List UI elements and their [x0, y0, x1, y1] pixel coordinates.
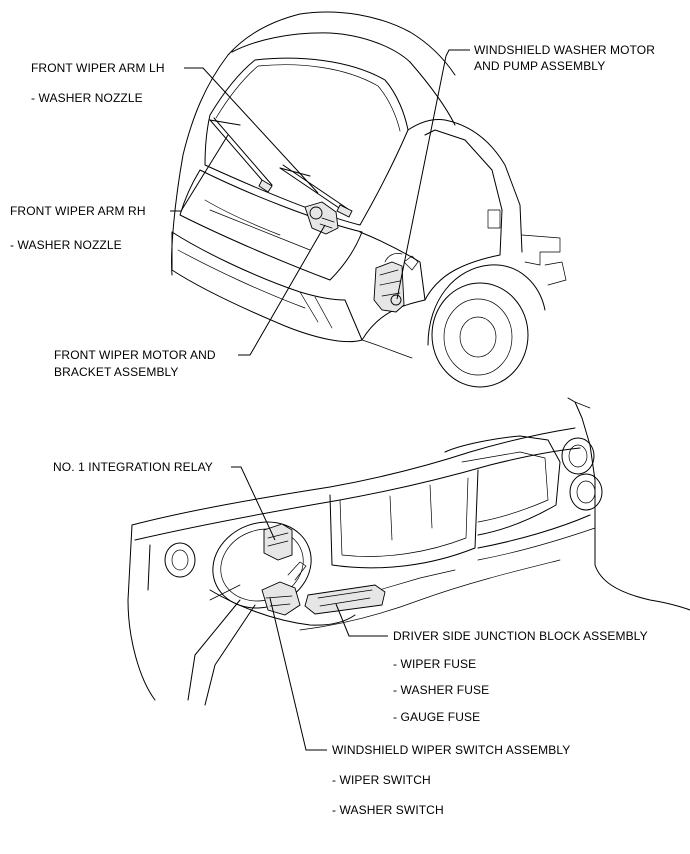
label-wiper-switch-sub-wiper: - WIPER SWITCH: [332, 773, 431, 787]
label-junction-fuse-wiper: - WIPER FUSE: [393, 657, 477, 671]
label-wiper-motor-line1: FRONT WIPER MOTOR AND: [54, 348, 216, 362]
leader-wiper-arm-rh: [170, 134, 229, 212]
leader-wiper-arm-lh: [184, 67, 319, 194]
leader-integration-relay: [231, 466, 276, 541]
label-washer-motor-line1: WINDSHIELD WASHER MOTOR: [474, 43, 655, 57]
label-wiper-switch: WINDSHIELD WIPER SWITCH ASSEMBLY: [332, 743, 571, 757]
leader-wiper-motor: [238, 224, 326, 356]
label-front-wiper-arm-rh-sub: - WASHER NOZZLE: [10, 238, 122, 252]
leader-wiper-switch: [269, 597, 327, 751]
truck-cab-drawing: [171, 11, 567, 388]
label-junction-fuse-washer: - WASHER FUSE: [393, 683, 490, 697]
label-washer-motor-line2: AND PUMP ASSEMBLY: [474, 59, 606, 73]
leader-washer-motor: [396, 49, 470, 300]
label-junction-block: DRIVER SIDE JUNCTION BLOCK ASSEMBLY: [393, 629, 648, 643]
dashboard-drawing: [127, 397, 690, 706]
label-junction-fuse-gauge: - GAUGE FUSE: [393, 710, 481, 724]
label-front-wiper-arm-lh-sub: - WASHER NOZZLE: [31, 91, 143, 105]
leader-lines: [170, 49, 470, 751]
label-front-wiper-arm-rh: FRONT WIPER ARM RH: [10, 204, 146, 218]
label-integration-relay: NO. 1 INTEGRATION RELAY: [53, 460, 213, 474]
label-wiper-motor-line2: BRACKET ASSEMBLY: [54, 365, 179, 379]
label-wiper-switch-sub-washer: - WASHER SWITCH: [332, 803, 444, 817]
leader-junction-block: [335, 603, 388, 637]
label-front-wiper-arm-lh: FRONT WIPER ARM LH: [31, 61, 165, 75]
